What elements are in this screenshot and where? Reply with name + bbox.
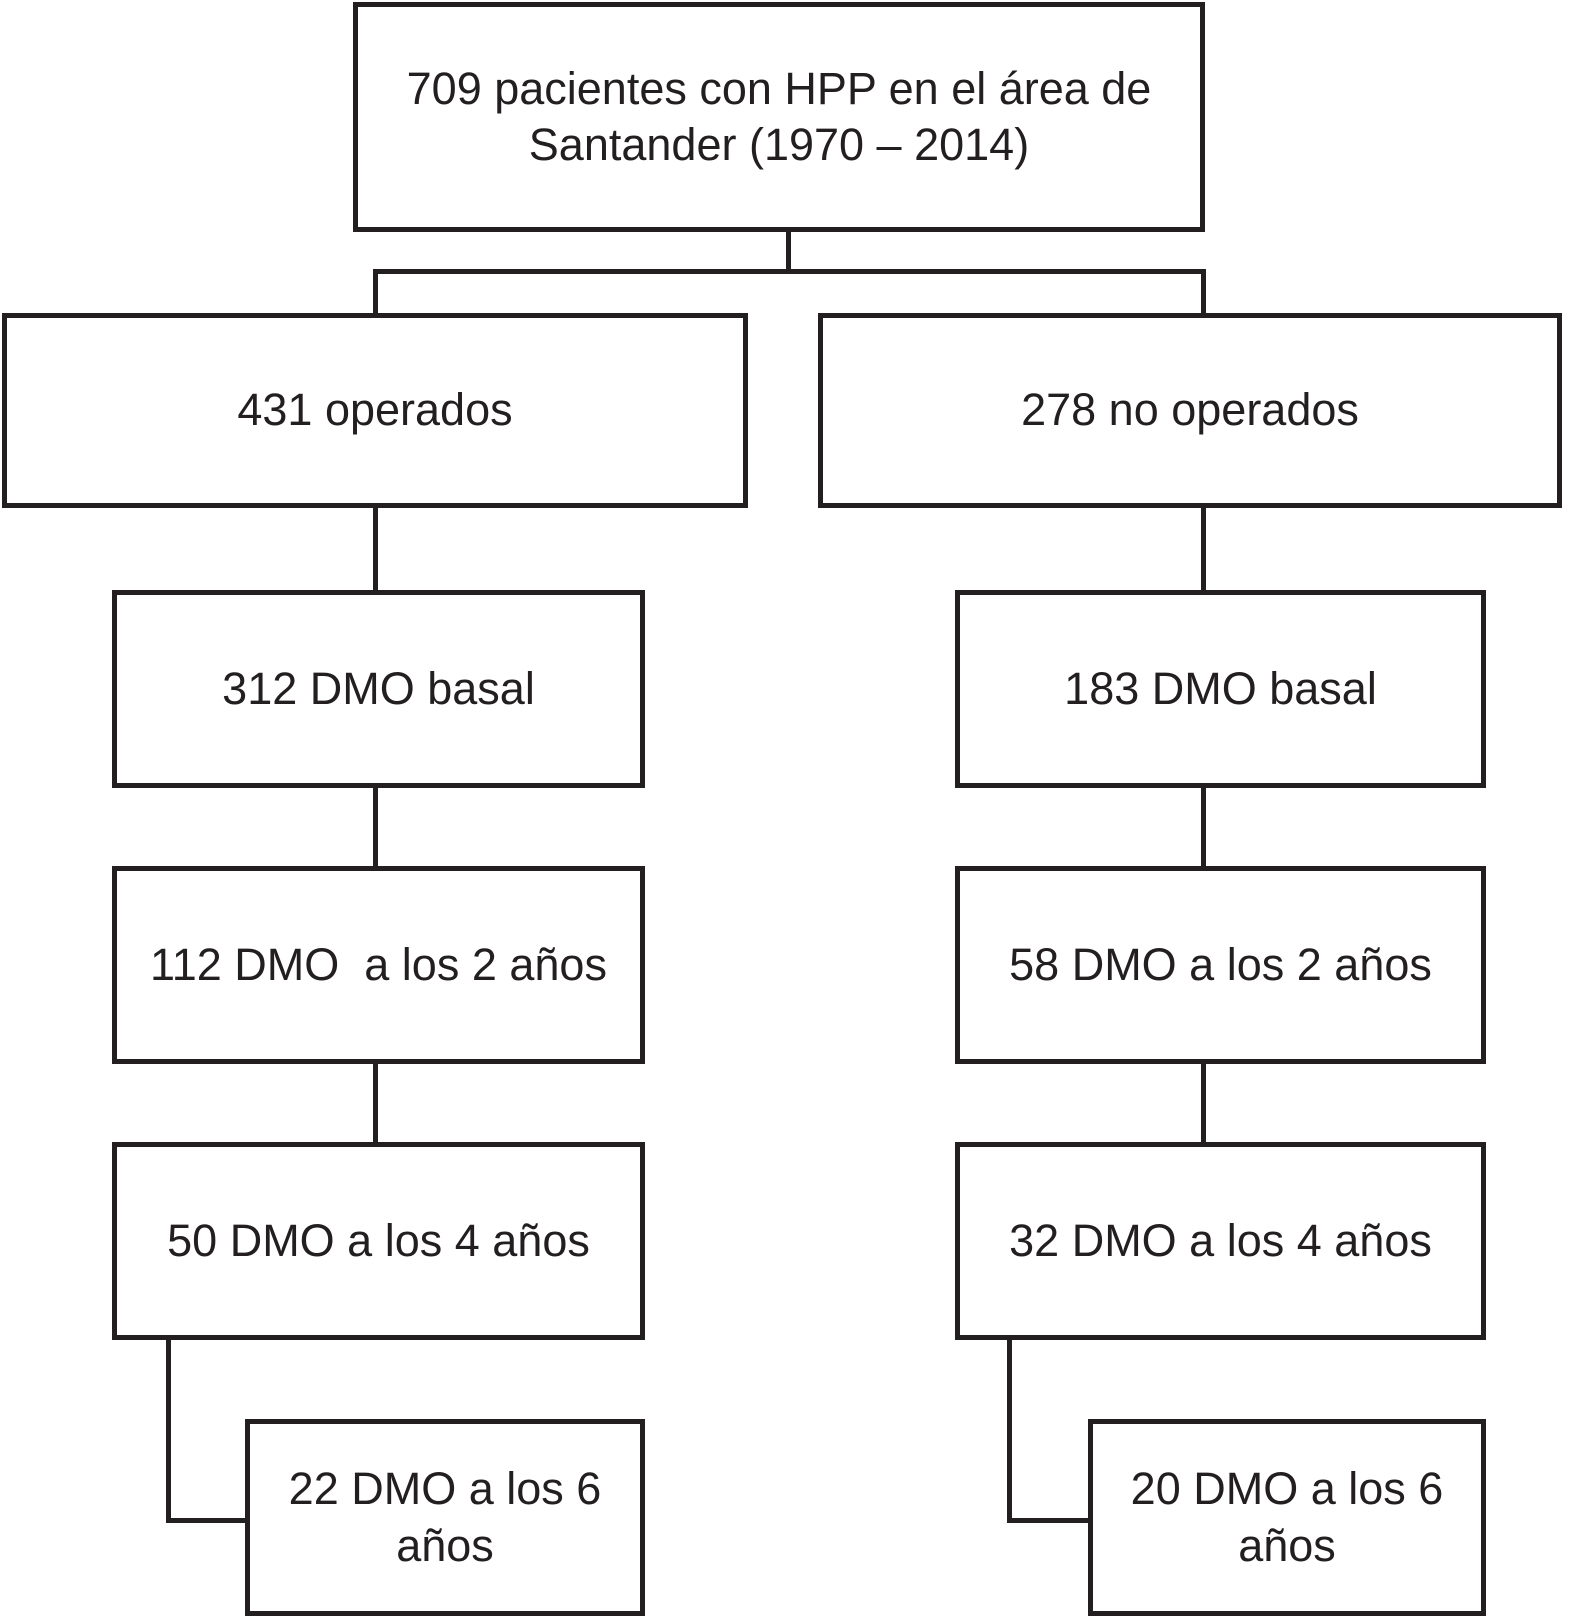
node-dmo-6anos-no-operados: 20 DMO a los 6 años: [1088, 1419, 1486, 1616]
node-no-operados: 278 no operados: [818, 313, 1562, 508]
node-dmo-2anos-operados-label: 112 DMO a los 2 años: [150, 938, 607, 990]
connector-2y-to-4y-not-operated: [1201, 1059, 1206, 1147]
connector-basal-to-2y-not-operated: [1201, 783, 1206, 871]
node-dmo-6anos-operados-label-line2: años: [396, 1519, 494, 1571]
node-dmo-6anos-operados-label-line1: 22 DMO a los 6: [288, 1463, 602, 1515]
node-dmo-basal-no-operados-label: 183 DMO basal: [1064, 662, 1377, 714]
connector-not-operated-to-basal: [1201, 503, 1206, 595]
node-dmo-6anos-operados: 22 DMO a los 6 años: [245, 1419, 645, 1616]
node-operados-label: 431 operados: [237, 384, 513, 436]
node-no-operados-label: 278 no operados: [1021, 384, 1359, 436]
node-dmo-4anos-no-operados-label: 32 DMO a los 4 años: [1009, 1214, 1432, 1266]
node-dmo-basal-operados: 312 DMO basal: [112, 590, 645, 788]
connector-operated-to-basal: [373, 503, 378, 595]
connector-bar-to-not-operated: [1201, 269, 1206, 318]
connector-4y-to-6y-operated-horizontal: [166, 1518, 250, 1523]
node-root: 709 pacientes con HPP en el área de Sant…: [353, 2, 1205, 232]
node-dmo-4anos-no-operados: 32 DMO a los 4 años: [955, 1142, 1486, 1340]
node-dmo-6anos-no-operados-label-line1: 20 DMO a los 6: [1130, 1463, 1444, 1515]
connector-root-stem: [786, 227, 791, 274]
connector-bar-to-operated: [373, 269, 378, 318]
node-dmo-6anos-no-operados-label-line2: años: [1238, 1519, 1336, 1571]
node-dmo-basal-operados-label: 312 DMO basal: [222, 662, 535, 714]
node-dmo-basal-no-operados: 183 DMO basal: [955, 590, 1486, 788]
node-root-label-line1: 709 pacientes con HPP en el área de: [406, 62, 1152, 114]
node-dmo-4anos-operados: 50 DMO a los 4 años: [112, 1142, 645, 1340]
node-dmo-2anos-no-operados-label: 58 DMO a los 2 años: [1009, 938, 1432, 990]
node-dmo-2anos-no-operados: 58 DMO a los 2 años: [955, 866, 1486, 1064]
connector-branch-bar: [373, 269, 1206, 274]
node-dmo-2anos-operados: 112 DMO a los 2 años: [112, 866, 645, 1064]
node-operados: 431 operados: [2, 313, 748, 508]
connector-2y-to-4y-operated: [373, 1059, 378, 1147]
connector-4y-to-6y-operated-vertical: [166, 1335, 171, 1523]
connector-basal-to-2y-operated: [373, 783, 378, 871]
node-root-label-line2: Santander (1970 – 2014): [528, 119, 1030, 170]
connector-4y-to-6y-not-operated-horizontal: [1007, 1518, 1093, 1523]
node-dmo-4anos-operados-label: 50 DMO a los 4 años: [167, 1214, 590, 1266]
connector-4y-to-6y-not-operated-vertical: [1007, 1335, 1012, 1523]
